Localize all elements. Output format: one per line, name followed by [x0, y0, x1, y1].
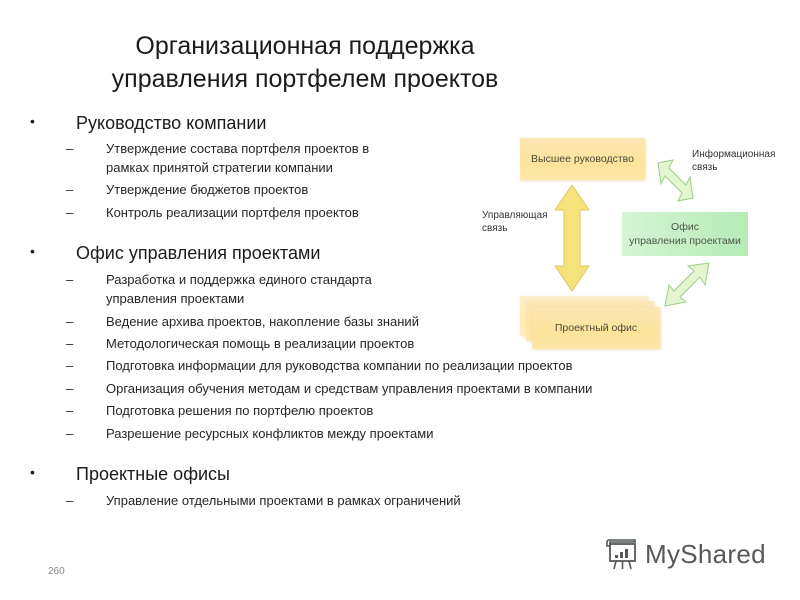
- slide-title: Организационная поддержка управления пор…: [0, 30, 610, 96]
- watermark-logo: MyShared: [605, 536, 766, 572]
- project-office-box: Проектный офис: [532, 307, 660, 349]
- dash-icon: –: [66, 314, 74, 329]
- dash-icon: –: [66, 403, 74, 418]
- top-management-box: Высшее руководство: [520, 138, 645, 180]
- info-link-arrow-bottom-icon: [664, 262, 710, 307]
- dash-icon: –: [66, 358, 74, 373]
- dash-icon: –: [66, 272, 74, 287]
- dash-icon: –: [66, 205, 74, 220]
- dash-icon: –: [66, 381, 74, 396]
- pmo-box: Офис управления проектами: [622, 212, 748, 256]
- info-link-label: Информационная связь: [692, 149, 776, 173]
- presentation-board-icon: [606, 539, 636, 570]
- bullet-icon: •: [30, 243, 35, 259]
- title-line-2: управления портфелем проектов: [111, 65, 499, 93]
- bullet-icon: •: [30, 464, 35, 480]
- page-number: 260: [48, 566, 65, 577]
- watermark-text: MyShared: [645, 538, 766, 569]
- info-link-arrow-top-icon: [657, 159, 694, 202]
- title-line-1: Организационная поддержка: [135, 32, 475, 60]
- dash-icon: –: [66, 336, 74, 351]
- dash-icon: –: [66, 182, 74, 197]
- bullet-icon: •: [30, 113, 35, 129]
- control-link-arrow-icon: [554, 184, 590, 292]
- dash-icon: –: [66, 493, 74, 508]
- dash-icon: –: [66, 141, 74, 156]
- dash-icon: –: [66, 426, 74, 441]
- control-link-label: Управляющая связь: [482, 210, 548, 234]
